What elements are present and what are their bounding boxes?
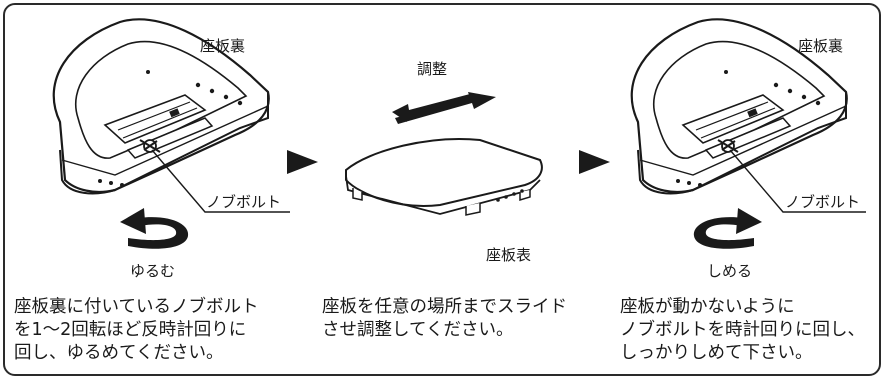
- step-3-description: 座板が動かないように ノブボルトを時計回りに回し、 しっかりしめて下さい。: [620, 296, 865, 365]
- knob-bolt-leader-right: [729, 149, 866, 213]
- step-2-line: させ調整してください。: [322, 320, 514, 340]
- step-1-line: を1～2回転ほど反時計回りに: [14, 320, 247, 340]
- step-2-description: 座板を任意の場所までスライド させ調整してください。: [322, 296, 567, 342]
- step-1-description: 座板裏に付いているノブボルト を1～2回転ほど反時計回りに 回し、ゆるめてくださ…: [14, 296, 258, 365]
- knob-bolt-label-right: ノブボルト: [785, 193, 861, 211]
- seat-back-label-right: 座板裏: [798, 37, 844, 55]
- play-triangle-icon: [579, 150, 610, 174]
- step-3-line: 座板が動かないように: [620, 297, 795, 317]
- adjust-label: 調整: [417, 60, 448, 78]
- tighten-label: しめる: [707, 262, 753, 280]
- seat-back-label-left: 座板裏: [200, 37, 246, 55]
- step-2-line: 座板を任意の場所までスライド: [322, 297, 567, 317]
- play-triangle-icon: [287, 150, 318, 174]
- clockwise-arrow-icon: [693, 208, 762, 249]
- step-1-line: 回し、ゆるめてください。: [14, 343, 224, 363]
- step-1-line: 座板裏に付いているノブボルト: [14, 297, 259, 317]
- slide-arrows-icon: [392, 92, 496, 124]
- loosen-label: ゆるむ: [130, 262, 176, 280]
- counterclockwise-arrow-icon: [120, 208, 189, 249]
- step-3-line: しっかりしめて下さい。: [620, 343, 813, 363]
- knob-bolt-leader-left: [151, 149, 290, 213]
- instruction-frame: [3, 3, 881, 376]
- seat-top-label: 座板表: [486, 246, 532, 264]
- knob-bolt-label-left: ノブボルト: [206, 193, 282, 211]
- step-3-line: ノブボルトを時計回りに回し、: [620, 320, 865, 340]
- seat-top-icon: [345, 138, 543, 216]
